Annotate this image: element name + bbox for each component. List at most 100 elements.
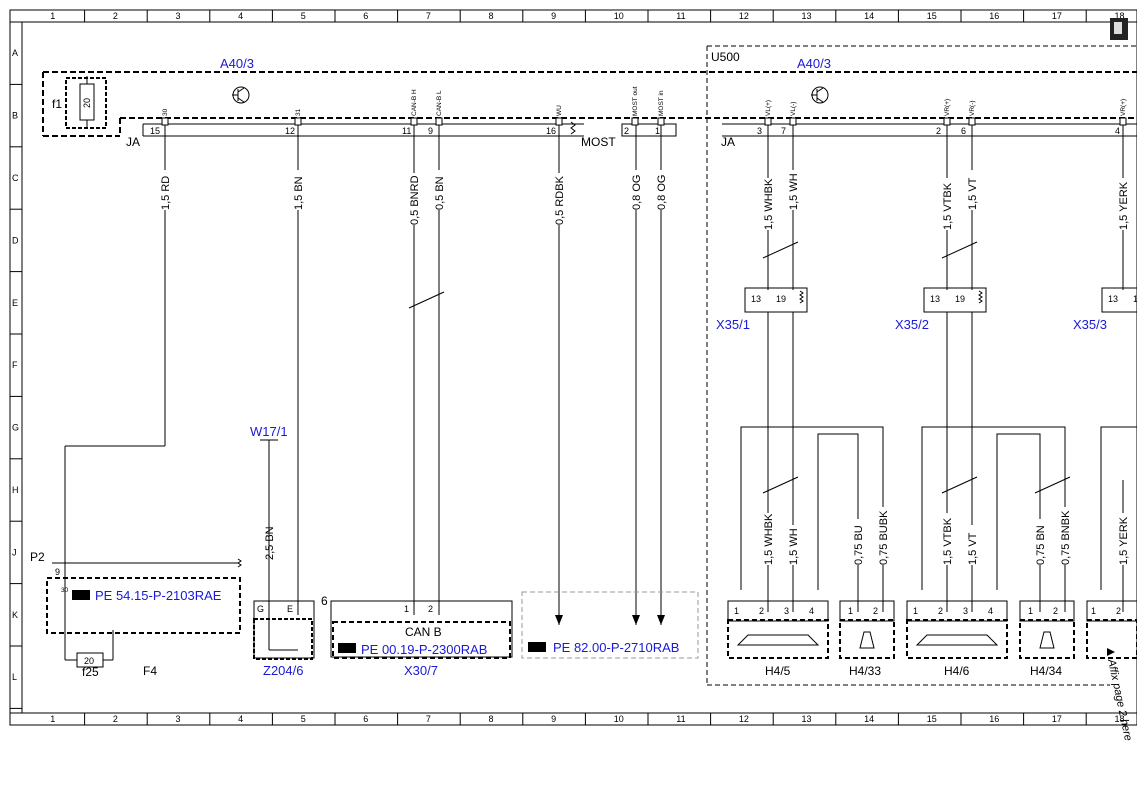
grid-col-top: 15: [927, 11, 937, 21]
module-u500: U500: [711, 50, 740, 64]
u500-enclosure: [706, 45, 1137, 686]
can-b-label: CAN B: [405, 625, 442, 639]
wire-label: 1,5 VT: [967, 532, 979, 565]
pin-terminal: [631, 117, 639, 126]
x35-connector: [744, 287, 808, 313]
pin-terminal: [410, 117, 418, 126]
grid-col-top: 14: [864, 11, 874, 21]
grid-col-top: 2: [113, 11, 118, 21]
wire-label: 0,8 OG: [631, 175, 643, 210]
hand-pointer-icon[interactable]: [338, 643, 356, 653]
hand-pointer-icon[interactable]: [528, 642, 546, 652]
grid-row: D: [12, 235, 19, 245]
module-a40-right: A40/3: [797, 56, 831, 71]
twist-mark: [762, 241, 799, 259]
x35-1-label: X35/1: [716, 317, 750, 332]
grid-row: F: [12, 360, 18, 370]
x30-label: X30/7: [404, 663, 438, 678]
ref-pe00[interactable]: PE 00.19-P-2300RAB: [361, 642, 487, 657]
wire-label: 1,5 VTBK: [942, 517, 954, 565]
grid-col-top: 17: [1052, 11, 1062, 21]
pin-number: 16: [546, 126, 556, 136]
grid-col-bottom: 6: [363, 714, 368, 724]
grid-col-bottom: 7: [426, 714, 431, 724]
speaker-pin: 1: [734, 606, 739, 616]
h4-33-label: H4/33: [849, 664, 881, 678]
wire-label: 0,5 BNRD: [409, 175, 421, 225]
grid-col-bottom: 10: [614, 714, 624, 724]
grid-col-bottom: 12: [739, 714, 749, 724]
x35-connector: [923, 287, 987, 313]
grid-col-bottom: 3: [176, 714, 181, 724]
p2-box: [46, 445, 242, 668]
h4-6-label: H4/6: [944, 664, 970, 678]
grid-col-bottom: 15: [927, 714, 937, 724]
pin-strip-left: [142, 123, 1137, 137]
grid-col-top: 7: [426, 11, 431, 21]
fuse-f1-value: 20: [82, 98, 92, 108]
tweeter-icon: [859, 631, 875, 649]
grid-col-top: 16: [989, 11, 999, 21]
ja-left-label: JA: [126, 135, 140, 149]
grid-col-bottom: 4: [238, 714, 243, 724]
speaker-box: [727, 619, 829, 659]
wire-label: 0,5 RDBK: [554, 175, 566, 225]
speaker-pin: 2: [1116, 606, 1121, 616]
pin-number: 2: [624, 126, 629, 136]
grid-col-bottom: 14: [864, 714, 874, 724]
grid-col-top: 12: [739, 11, 749, 21]
can-b-box: [330, 600, 513, 659]
wire-label: 1,5 WH: [788, 173, 800, 210]
pin-terminal: [943, 117, 951, 126]
grid-col-bottom: 8: [489, 714, 494, 724]
most-label: MOST: [581, 135, 616, 149]
ref-pe82[interactable]: PE 82.00-P-2710RAB: [553, 640, 679, 655]
speaker-pin: 2: [873, 606, 878, 616]
pin-terminal: [435, 117, 443, 126]
x35-pin: 13: [930, 294, 940, 304]
p2-pin-9: 9: [55, 567, 60, 577]
speaker-pin: 3: [784, 606, 789, 616]
twist-mark: [1034, 476, 1071, 494]
pin-number: 15: [150, 126, 160, 136]
pin-terminal: [161, 117, 169, 126]
wire-label: 0,75 BUBK: [878, 510, 890, 565]
grid-col-top: 3: [176, 11, 181, 21]
speaker-box: [839, 619, 895, 659]
grid-col-bottom: 1: [50, 714, 55, 724]
f4-label: F4: [143, 664, 157, 678]
pin-terminal: [764, 117, 772, 126]
speaker-box: [1019, 619, 1075, 659]
printer-icon[interactable]: [1110, 18, 1128, 40]
pin-number: 9: [428, 126, 433, 136]
arrow-icon: [632, 615, 640, 625]
ref-pe54[interactable]: PE 54.15-P-2103RAE: [95, 588, 222, 603]
grid-row: K: [12, 610, 18, 620]
x35-pin: 19: [955, 294, 965, 304]
wire-label: 0,8 OG: [656, 175, 668, 210]
grid-col-bottom: 13: [802, 714, 812, 724]
grid-row: L: [12, 672, 17, 682]
pe82-box: [521, 591, 699, 659]
p2-pin-30: 30: [61, 587, 69, 594]
speaker-pin: 4: [809, 606, 814, 616]
pin-id: MOST in: [658, 90, 665, 116]
frame: [9, 9, 1137, 726]
can-b-pin-2: 2: [428, 604, 433, 614]
x35-pin: 19: [776, 294, 786, 304]
pin-id: VL(-): [790, 102, 797, 116]
x35-pin: 19: [1133, 294, 1137, 304]
transistor-icon-right: [811, 86, 829, 104]
grid-col-top: 11: [676, 11, 685, 21]
speaker-pin: 1: [913, 606, 918, 616]
hand-pointer-icon[interactable]: [72, 590, 90, 600]
grid-row: A: [12, 48, 18, 58]
pin-number: 1: [655, 126, 660, 136]
speaker-pin: 2: [938, 606, 943, 616]
f25-label: f25: [82, 665, 99, 679]
